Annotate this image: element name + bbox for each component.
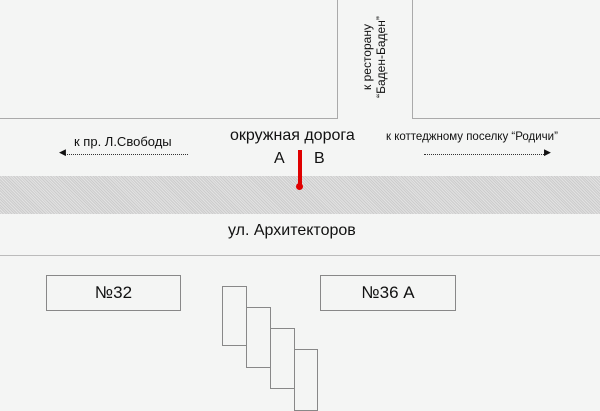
block-top-left [0,0,338,119]
block-top-right [412,0,600,119]
direction-left-label: к пр. Л.Свободы [74,134,172,149]
building-36a: №36 А [320,275,456,311]
location-marker [298,150,302,186]
building-32: №32 [46,275,181,311]
side-a-label: A [274,150,285,167]
ring-road-label: окружная дорога [230,127,355,144]
side-b-label: B [314,150,325,167]
direction-restaurant-line1: к ресторану [360,24,374,90]
street-edge [0,255,600,256]
direction-left-arrow [64,154,188,155]
direction-right-arrow [424,154,546,155]
street-label: ул. Архитекторов [228,222,356,239]
direction-restaurant-line2: “Баден-Баден” [374,16,388,98]
direction-right-label: к коттеджному поселку “Родичи” [386,131,558,143]
arrow-left-icon: ◀ [59,147,66,157]
building-section [222,286,247,346]
building-36a-label: №36 А [361,283,415,302]
arrow-right-icon: ▶ [544,147,551,157]
building-section [294,349,318,411]
building-section [246,307,271,368]
direction-restaurant-label: к ресторану “Баден-Баден” [360,12,390,102]
building-section [270,328,295,389]
building-32-label: №32 [94,283,133,302]
location-marker-dot [296,183,303,190]
